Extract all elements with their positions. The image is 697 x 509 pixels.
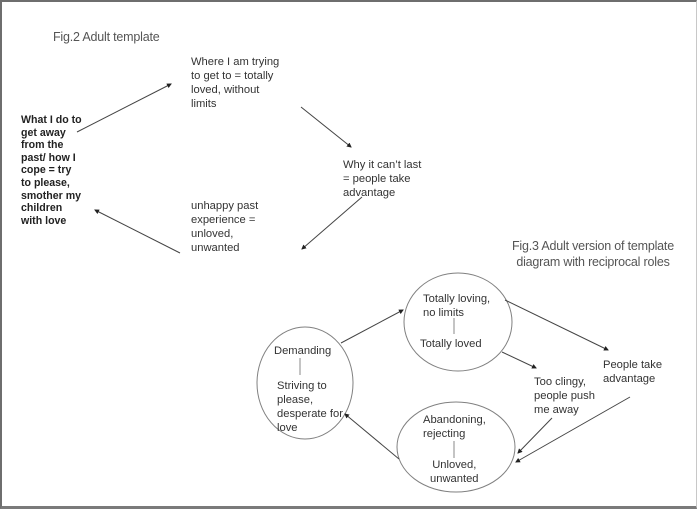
arrow-why-to-past: [301, 196, 363, 250]
loving-top-role: Totally loving, no limits: [423, 293, 491, 319]
arrow-clingy-to-abandoning: [517, 417, 553, 454]
node-goal: Where I am trying to get to = totally lo…: [191, 56, 280, 110]
arrow-advantage-to-abandoning: [515, 396, 631, 463]
demanding-top-role: Demanding: [274, 345, 332, 357]
abandoning-bottom-role: Unloved, unwanted: [430, 459, 479, 485]
node-past: unhappy past experience = unloved, unwan…: [191, 200, 259, 254]
node-why: Why it can’t last = people take advantag…: [343, 159, 422, 199]
label-advantage: People take advantage: [603, 359, 663, 385]
ellipse-loving: [403, 272, 513, 372]
arrow-goal-to-why: [300, 106, 352, 148]
fig3-title: Fig.3 Adult version of template diagram …: [512, 239, 674, 269]
demanding-bottom-role: Striving to please, desperate for love: [277, 380, 343, 434]
arrow-demanding-to-loving: [340, 309, 404, 344]
label-clingy: Too clingy, people push me away: [534, 376, 595, 416]
abandoning-top-role: Abandoning, rejecting: [423, 414, 486, 440]
arrow-loving-to-clingy: [501, 351, 537, 369]
arrow-coping-to-goal: [76, 83, 172, 133]
arrow-loving-to-advantage: [504, 299, 609, 351]
arrow-abandoning-to-demanding: [344, 413, 400, 460]
arrow-past-to-coping: [94, 209, 181, 254]
ellipse-abandoning: [396, 401, 516, 493]
node-coping: What I do to get away from the past/ how…: [21, 114, 82, 227]
loving-bottom-role: Totally loved: [420, 338, 482, 350]
ellipse-demanding: [256, 326, 354, 440]
fig2-title: Fig.2 Adult template: [53, 30, 160, 44]
